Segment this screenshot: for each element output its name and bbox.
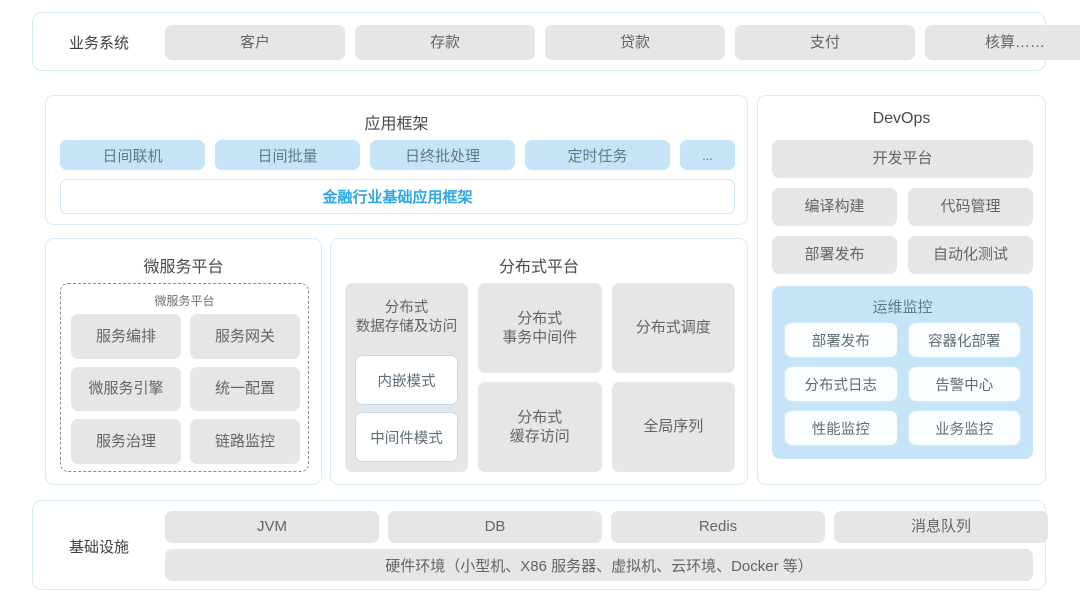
distributed-chip-1[interactable]: 分布式调度 [611, 283, 735, 373]
distributed-chip-0-line1: 分布式 [517, 309, 563, 327]
devops-chip-3[interactable]: 自动化测试 [908, 236, 1033, 274]
distributed-chip-2[interactable]: 分布式 缓存访问 [478, 382, 602, 472]
distributed-chip-0-line2: 事务中间件 [502, 329, 578, 346]
infrastructure-card: 基础设施 JVM DB Redis 消息队列 硬件环境（小型机、X86 服务器、… [32, 500, 1048, 590]
business-chip-4[interactable]: 核算…… [925, 25, 1080, 60]
app-framework-chip-0[interactable]: 日间联机 [60, 140, 205, 170]
ops-monitoring-box: 运维监控 部署发布 容器化部署 分布式日志 告警中心 性能监控 业务监控 [772, 286, 1033, 459]
microservice-platform-grid: 服务编排 服务网关 微服务引擎 统一配置 服务治理 链路监控 [71, 314, 300, 464]
devops-chip-2[interactable]: 部署发布 [772, 236, 897, 274]
devops-grid: 编译构建 代码管理 部署发布 自动化测试 [772, 188, 1033, 274]
devops-chip-0[interactable]: 编译构建 [772, 188, 897, 226]
microservice-platform-title: 微服务平台 [143, 259, 224, 276]
distributed-mode-embedded[interactable]: 内嵌模式 [355, 355, 458, 405]
financial-base-framework-bar[interactable]: 金融行业基础应用框架 [60, 179, 735, 214]
distributed-chip-2-line2: 缓存访问 [509, 428, 570, 445]
infrastructure-label: 基础设施 [68, 538, 129, 556]
business-systems-label: 业务系统 [68, 35, 129, 52]
ops-chip-0[interactable]: 部署发布 [784, 322, 898, 358]
microservice-chip-5[interactable]: 链路监控 [190, 419, 300, 464]
distributed-chip-2-line1: 分布式 [517, 408, 563, 426]
app-framework-chip-more[interactable]: ... [680, 140, 735, 170]
business-chip-2[interactable]: 贷款 [545, 25, 725, 60]
microservice-chip-1[interactable]: 服务网关 [190, 314, 300, 359]
ops-chip-2[interactable]: 分布式日志 [784, 366, 898, 402]
app-framework-chip-1[interactable]: 日间批量 [215, 140, 360, 170]
infrastructure-chip-1[interactable]: DB [388, 511, 602, 543]
microservice-chip-3[interactable]: 统一配置 [190, 366, 300, 412]
infrastructure-chip-2[interactable]: Redis [611, 511, 825, 543]
devops-platform-chip[interactable]: 开发平台 [772, 140, 1033, 178]
distributed-chip-3[interactable]: 全局序列 [611, 382, 735, 472]
distributed-data-storage-label-line1: 分布式 [384, 300, 429, 316]
ops-chip-5[interactable]: 业务监控 [907, 410, 1021, 446]
microservice-chip-0[interactable]: 服务编排 [71, 314, 181, 359]
microservice-platform-panel: 微服务平台 微服务平台 服务编排 服务网关 微服务引擎 统一配置 服务治理 链路… [45, 238, 322, 485]
distributed-data-storage-label: 分布式 数据存储及访问 [345, 299, 468, 337]
infrastructure-chip-row: JVM DB Redis 消息队列 [165, 511, 1048, 543]
ops-monitoring-title: 运维监控 [872, 299, 933, 316]
distributed-platform-grid: 分布式 事务中间件 分布式调度 分布式 缓存访问 全局序列 [478, 283, 735, 472]
distributed-chip-2-text: 分布式 缓存访问 [510, 408, 570, 446]
app-framework-chip-2[interactable]: 日终批处理 [370, 140, 515, 170]
distributed-platform-title: 分布式平台 [498, 259, 579, 276]
microservice-platform-inner-title: 微服务平台 [154, 294, 215, 308]
infrastructure-chip-3[interactable]: 消息队列 [834, 511, 1048, 543]
business-chip-0[interactable]: 客户 [165, 25, 345, 60]
distributed-data-storage-label-line2: 数据存储及访问 [355, 319, 458, 336]
distributed-mode-middleware[interactable]: 中间件模式 [355, 412, 458, 462]
ops-chip-1[interactable]: 容器化部署 [907, 322, 1021, 358]
microservice-platform-dashed-box: 微服务平台 服务编排 服务网关 微服务引擎 统一配置 服务治理 链路监控 [60, 283, 309, 472]
microservice-chip-4[interactable]: 服务治理 [71, 419, 181, 464]
devops-chip-1[interactable]: 代码管理 [908, 188, 1033, 226]
ops-chip-3[interactable]: 告警中心 [907, 366, 1021, 402]
microservice-chip-2[interactable]: 微服务引擎 [71, 366, 181, 412]
business-systems-card: 业务系统 客户 存款 贷款 支付 核算…… [32, 12, 1080, 71]
devops-title: DevOps [872, 110, 931, 127]
infrastructure-chip-0[interactable]: JVM [165, 511, 379, 543]
ops-chip-4[interactable]: 性能监控 [784, 410, 898, 446]
business-chip-1[interactable]: 存款 [355, 25, 535, 60]
app-framework-chip-3[interactable]: 定时任务 [525, 140, 670, 170]
hardware-environment-bar[interactable]: 硬件环境（小型机、X86 服务器、虚拟机、云环境、Docker 等） [165, 549, 1033, 581]
distributed-chip-0-text: 分布式 事务中间件 [502, 309, 577, 347]
ops-monitoring-grid: 部署发布 容器化部署 分布式日志 告警中心 性能监控 业务监控 [784, 322, 1021, 446]
distributed-data-storage-card[interactable]: 分布式 数据存储及访问 内嵌模式 中间件模式 [345, 283, 468, 472]
application-framework-chip-row: 日间联机 日间批量 日终批处理 定时任务 ... [60, 140, 735, 170]
application-framework-title: 应用框架 [364, 116, 429, 133]
business-chip-3[interactable]: 支付 [735, 25, 915, 60]
distributed-chip-0[interactable]: 分布式 事务中间件 [478, 283, 602, 373]
distributed-platform-panel: 分布式平台 分布式 数据存储及访问 内嵌模式 中间件模式 分布式 事务中间件 分… [330, 238, 748, 485]
devops-panel: DevOps 开发平台 编译构建 代码管理 部署发布 自动化测试 运维监控 部署… [757, 95, 1046, 485]
application-framework-panel: 应用框架 日间联机 日间批量 日终批处理 定时任务 ... 金融行业基础应用框架 [45, 95, 748, 225]
